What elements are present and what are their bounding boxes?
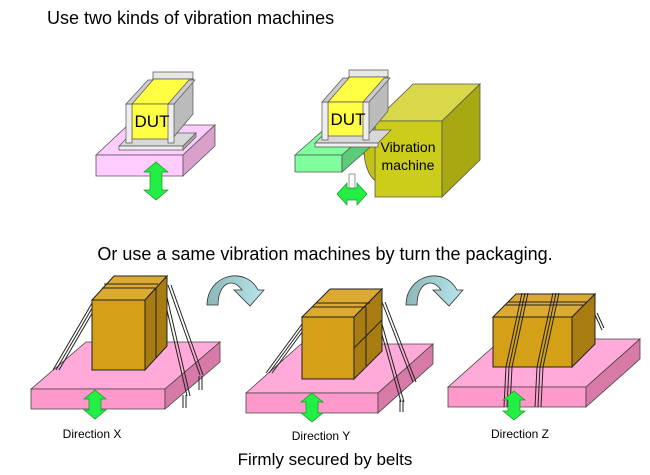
belts-caption: Firmly secured by belts	[237, 450, 413, 469]
machine-label-line2: machine	[382, 157, 435, 173]
vertical-arrow-icon-z	[502, 390, 526, 421]
machine-label-line1: Vibration	[380, 139, 435, 155]
direction-x-label: Direction X	[63, 427, 122, 441]
cardboard-box-y	[300, 287, 384, 381]
top-section-title: Use two kinds of vibration machines	[47, 8, 335, 28]
vertical-arrow-icon-y	[300, 392, 324, 423]
vertical-arrow-icon	[143, 161, 169, 201]
cardboard-box-x	[90, 274, 169, 372]
direction-z-label: Direction Z	[491, 427, 549, 441]
horizontal-vibration-setup: Vibration machine DUT	[293, 69, 481, 206]
rotate-arrow-icon-2	[405, 275, 464, 307]
dut-fixture	[118, 71, 197, 151]
package-direction-x: Direction X	[29, 274, 222, 441]
cardboard-box-z	[491, 292, 597, 369]
package-direction-z: Direction Z	[446, 292, 642, 441]
horizontal-arrow-icon	[336, 173, 368, 206]
direction-y-label: Direction Y	[292, 429, 350, 443]
vertical-vibration-setup: DUT	[94, 71, 217, 201]
bottom-section-title: Or use a same vibration machines by turn…	[97, 244, 553, 264]
package-direction-y: Direction Y	[244, 287, 435, 443]
dut-label-horizontal: DUT	[331, 110, 366, 129]
belts-z	[503, 292, 605, 408]
dut-fixture-horizontal	[314, 69, 392, 148]
dut-label-vertical: DUT	[135, 112, 170, 131]
rotate-arrow-icon-1	[206, 275, 265, 307]
vertical-arrow-icon-x	[83, 389, 107, 420]
